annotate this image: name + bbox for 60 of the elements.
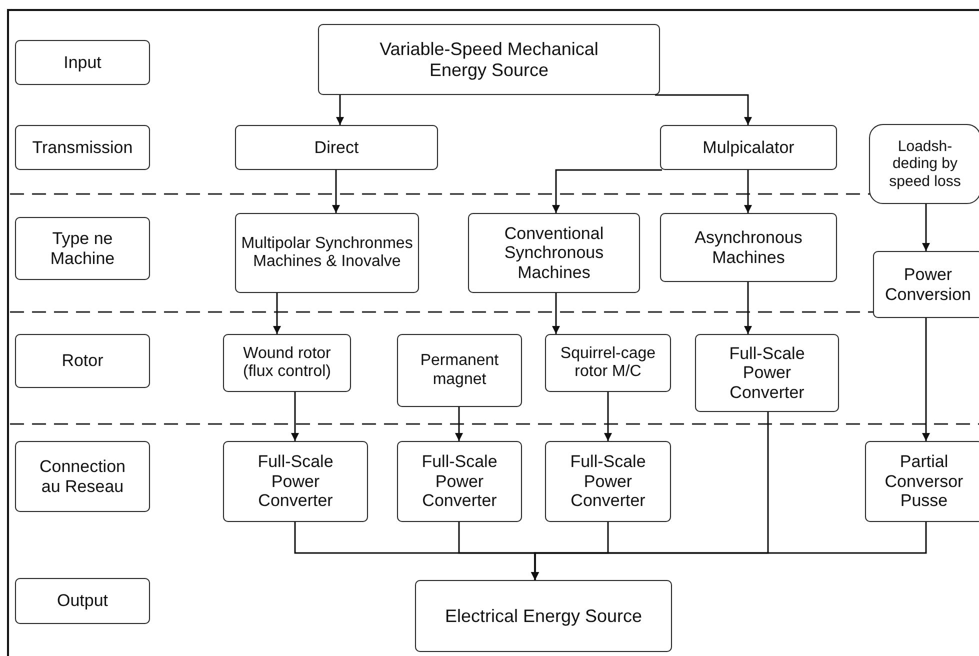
arrow (455, 407, 463, 441)
process-box (223, 334, 351, 392)
row-label-box (15, 441, 150, 512)
node-label: Power Conversion (884, 264, 972, 304)
process-box (397, 441, 522, 522)
process-box (545, 441, 671, 522)
node-label: Partial Conversor Pusse (884, 452, 964, 511)
process-box (873, 251, 979, 318)
process-box (695, 334, 839, 412)
row-label-box (15, 40, 150, 85)
row-label-box (15, 125, 150, 170)
process-box (468, 213, 640, 293)
node-label: Transmission (31, 138, 134, 158)
arrow (922, 204, 930, 251)
node-label: Full-Scale Power Converter (256, 452, 334, 511)
node-label: Mulpicalator (702, 138, 796, 158)
node-label: Connection au Reseau (38, 456, 126, 496)
node-label: Variable-Speed Mechanical Energy Source (378, 38, 600, 80)
node-label: Full-Scale Power Converter (420, 452, 498, 511)
process-box (415, 580, 672, 652)
arrow (744, 170, 752, 213)
process-box (865, 441, 979, 522)
process-box (223, 441, 368, 522)
row-label-box (15, 217, 150, 280)
node-label: Type ne Machine (49, 228, 116, 268)
process-box (235, 213, 419, 293)
node-label: Wound rotor (flux control) (242, 344, 332, 382)
arrow (291, 392, 299, 441)
arrow (336, 95, 344, 125)
node-label: Conventional Synchronous Machines (503, 224, 605, 282)
arrow (604, 392, 612, 441)
arrow (744, 282, 752, 334)
arrow (552, 169, 663, 213)
node-label: Electrical Energy Source (444, 606, 644, 626)
process-box (545, 334, 671, 392)
process-box (869, 124, 979, 204)
node-label: Direct (313, 138, 360, 158)
node-label: Asynchronous Machines (694, 228, 804, 268)
process-box (318, 24, 660, 95)
node-label: Multipolar Synchronmes Machines & Inovalve (240, 234, 414, 272)
process-box (660, 125, 837, 170)
node-label: Full-Scale Power Converter (728, 344, 806, 402)
node-label: Input (62, 52, 102, 72)
arrow (273, 293, 281, 334)
node-label: Rotor (60, 351, 104, 371)
process-box (235, 125, 438, 170)
node-label: Squirrel-cage rotor M/C (559, 344, 657, 382)
arrow (654, 94, 752, 125)
node-label: Loadsh- deding by speed loss (888, 138, 962, 190)
arrow (922, 318, 930, 441)
process-box (660, 213, 837, 282)
row-label-box (15, 334, 150, 388)
node-label: Full-Scale Power Converter (569, 452, 647, 511)
arrow (332, 170, 340, 213)
node-label: Output (56, 591, 110, 611)
arrow (552, 293, 560, 334)
row-label-box (15, 578, 150, 624)
process-box (397, 334, 522, 407)
arrow (531, 522, 927, 580)
node-label: Permanent magnet (419, 352, 500, 389)
